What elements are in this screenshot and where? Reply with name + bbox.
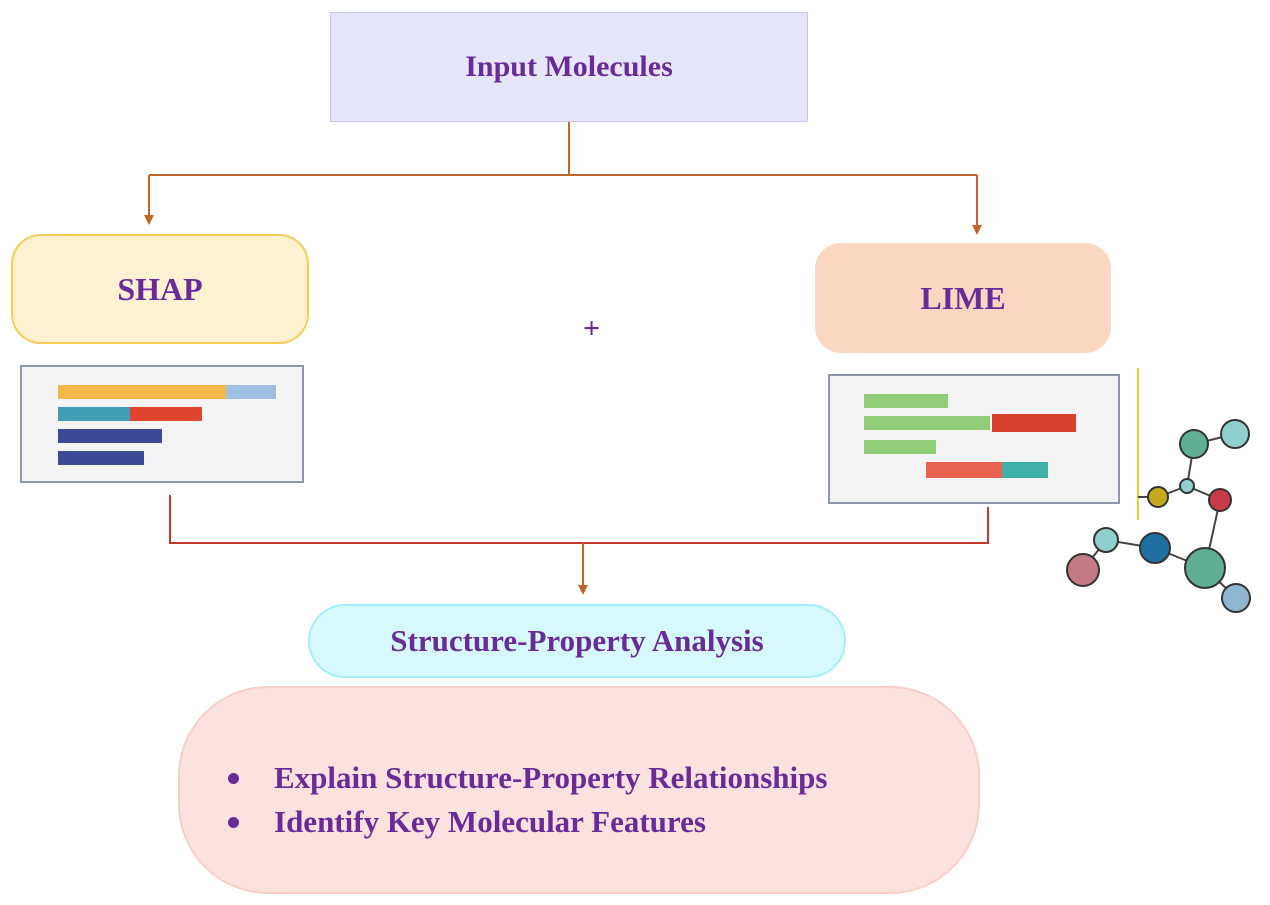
shap-bar: [58, 385, 226, 399]
shap-bar: [58, 451, 144, 465]
lime-bar: [864, 440, 936, 454]
structure-property-analysis-box: Structure-Property Analysis: [308, 604, 846, 678]
shap-chart-icon: [20, 365, 304, 483]
shap-bar: [58, 407, 130, 421]
lime-bar: [864, 416, 990, 430]
bullet-icon: [228, 817, 239, 828]
shap-bar: [58, 429, 162, 443]
lime-bar: [1002, 462, 1048, 478]
shap-bar: [130, 407, 202, 421]
outcome-item: Explain Structure-Property Relationships: [228, 756, 827, 800]
outcomes-box: Explain Structure-Property Relationships…: [178, 686, 980, 894]
outcome-text: Identify Key Molecular Features: [274, 804, 706, 839]
shap-box: SHAP: [11, 234, 309, 344]
lime-bar: [992, 414, 1076, 432]
outcome-item: Identify Key Molecular Features: [228, 800, 827, 844]
input-to-methods-connector: [144, 122, 982, 235]
input-molecules-label: Input Molecules: [465, 50, 673, 83]
analysis-label: Structure-Property Analysis: [390, 623, 764, 658]
bullet-icon: [228, 773, 239, 784]
shap-bar: [226, 385, 276, 399]
outcomes-list: Explain Structure-Property Relationships…: [228, 756, 827, 844]
lime-box: LIME: [815, 243, 1111, 353]
lime-label: LIME: [920, 279, 1006, 316]
outcome-text: Explain Structure-Property Relationships: [274, 760, 828, 795]
combine-plus-sign: +: [583, 312, 601, 345]
input-molecules-box: Input Molecules: [330, 12, 808, 122]
lime-bar: [864, 394, 948, 408]
shap-label: SHAP: [117, 270, 203, 307]
lime-bar: [926, 462, 1002, 478]
lime-chart-icon: [828, 374, 1120, 504]
